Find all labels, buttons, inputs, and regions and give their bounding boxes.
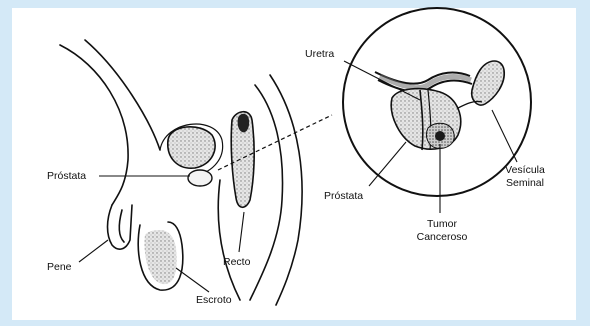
body-outline xyxy=(60,40,302,305)
label-recto: Recto xyxy=(223,256,250,269)
back-curve xyxy=(250,85,283,300)
scrotum-fill xyxy=(145,230,177,284)
label-escroto: Escroto xyxy=(196,294,232,307)
label-prostata-zoom: Próstata xyxy=(324,190,363,203)
label-vesicula-line2: Seminal xyxy=(500,177,550,190)
bladder xyxy=(168,127,215,168)
label-tumor-line2: Canceroso xyxy=(412,231,472,244)
label-uretra: Uretra xyxy=(305,48,334,61)
label-vesicula: Vesícula Seminal xyxy=(500,164,550,190)
label-tumor-line1: Tumor xyxy=(412,218,472,231)
penis-inner xyxy=(119,210,124,242)
leader-pene xyxy=(79,240,108,262)
tumor-core xyxy=(435,131,445,141)
label-tumor: Tumor Canceroso xyxy=(412,218,472,244)
prostate-small xyxy=(188,170,212,186)
leader-recto xyxy=(239,212,244,252)
inner-abdomen-curve xyxy=(85,40,160,150)
label-pene: Pene xyxy=(47,261,72,274)
back-outer-curve xyxy=(270,75,302,305)
label-vesicula-line1: Vesícula xyxy=(500,164,550,177)
leader-escroto xyxy=(176,268,209,292)
label-prostata-left: Próstata xyxy=(47,170,86,183)
